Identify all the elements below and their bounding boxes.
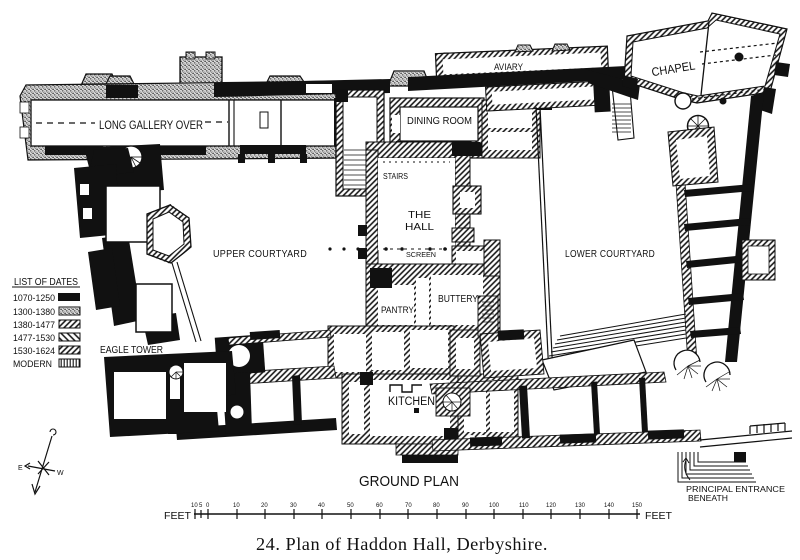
- svg-text:50: 50: [347, 503, 354, 509]
- svg-text:1380-1477: 1380-1477: [13, 320, 55, 330]
- svg-text:120: 120: [546, 503, 557, 509]
- svg-text:60: 60: [376, 503, 383, 509]
- svg-text:150: 150: [632, 503, 643, 509]
- svg-text:BUTTERY: BUTTERY: [438, 294, 478, 305]
- svg-text:140: 140: [604, 503, 615, 509]
- svg-text:GROUND PLAN: GROUND PLAN: [359, 474, 459, 490]
- svg-text:STAIRS: STAIRS: [383, 172, 408, 181]
- svg-text:10: 10: [233, 503, 240, 509]
- svg-text:100: 100: [489, 503, 500, 509]
- svg-text:5: 5: [199, 503, 203, 509]
- svg-text:1477-1530: 1477-1530: [13, 333, 55, 343]
- svg-text:0: 0: [206, 503, 210, 509]
- svg-text:KITCHEN: KITCHEN: [388, 396, 435, 408]
- svg-text:20: 20: [261, 503, 268, 509]
- svg-text:1070-1250: 1070-1250: [13, 293, 55, 303]
- svg-text:EAGLE TOWER: EAGLE TOWER: [100, 345, 163, 356]
- svg-text:THE: THE: [408, 209, 431, 221]
- svg-text:90: 90: [462, 503, 469, 509]
- svg-text:80: 80: [433, 503, 440, 509]
- svg-text:PANTRY: PANTRY: [381, 305, 415, 316]
- svg-text:10: 10: [191, 503, 198, 509]
- svg-text:30: 30: [290, 503, 297, 509]
- svg-text:BENEATH: BENEATH: [688, 493, 728, 503]
- svg-text:70: 70: [405, 503, 412, 509]
- svg-text:FEET: FEET: [164, 510, 192, 522]
- svg-text:LIST OF DATES: LIST OF DATES: [14, 277, 78, 288]
- svg-text:HALL: HALL: [405, 221, 434, 233]
- svg-text:UPPER COURTYARD: UPPER COURTYARD: [213, 249, 307, 260]
- svg-text:PRINCIPAL ENTRANCE: PRINCIPAL ENTRANCE: [686, 484, 785, 494]
- svg-text:W: W: [57, 470, 65, 477]
- svg-text:FEET: FEET: [645, 510, 673, 522]
- svg-text:1530-1624: 1530-1624: [13, 346, 55, 356]
- svg-text:LOWER COURTYARD: LOWER COURTYARD: [565, 249, 655, 260]
- svg-text:LONG GALLERY OVER: LONG GALLERY OVER: [99, 120, 203, 132]
- svg-text:130: 130: [575, 503, 586, 509]
- svg-text:110: 110: [519, 503, 529, 509]
- svg-text:AVIARY: AVIARY: [494, 62, 524, 73]
- svg-text:24. Plan of Haddon Hall, Derb: 24. Plan of Haddon Hall, Derbyshire.: [256, 534, 548, 554]
- svg-text:MODERN: MODERN: [13, 359, 52, 369]
- svg-text:1300-1380: 1300-1380: [13, 307, 55, 317]
- svg-text:SCREEN: SCREEN: [406, 250, 436, 259]
- svg-text:40: 40: [318, 503, 325, 509]
- svg-text:CHAPEL: CHAPEL: [650, 58, 696, 79]
- svg-text:DINING ROOM: DINING ROOM: [407, 115, 472, 127]
- svg-text:E: E: [18, 465, 24, 472]
